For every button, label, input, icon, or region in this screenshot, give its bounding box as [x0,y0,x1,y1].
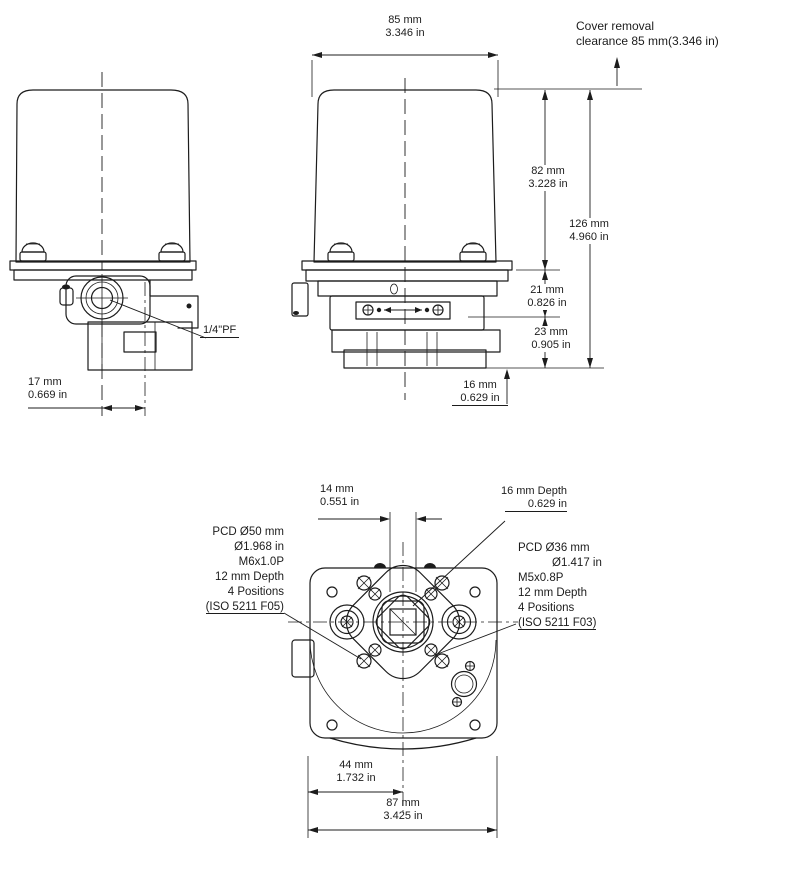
f05-bolt-holes [356,575,450,669]
flange-screw [459,242,487,262]
corner-hole [469,719,481,731]
right-lug [149,279,199,329]
left-protrusion [291,282,309,317]
leader-line-port [109,299,207,339]
flange-screw [327,242,355,262]
f03-bolt-holes [368,587,438,657]
bottom-lug [123,331,157,353]
flange-screw [158,242,186,262]
mid-body [329,295,485,331]
nameplate [355,301,451,320]
corner-hole [326,586,338,598]
base-upper [331,329,501,353]
corner-hole [469,586,481,598]
phillips-screw [432,304,444,316]
pcd36-spec-note: PCD Ø36 mm Ø1.417 in M5x0.8P 12 mm Depth… [518,542,602,630]
port-boss [65,275,151,325]
cover-outline [15,89,191,263]
depth-16mm-note: 16 mm Depth 0.629 in [500,485,567,512]
cover-outline [313,89,497,263]
leader-line-f03 [434,623,517,656]
upper-body [317,280,498,297]
leader-line-depth [412,520,506,607]
flange-lower [305,269,509,282]
side-view [291,52,642,404]
pcd50-spec-note: PCD Ø50 mm Ø1.968 in M6x1.0P 12 mm Depth… [205,526,284,614]
front-view [9,72,207,416]
port-label: 1/4"PF [200,324,240,338]
corner-hole [326,719,338,731]
body-outline [309,567,498,739]
leader-line-f05 [283,612,362,660]
cam-adjuster [450,660,478,708]
flange-lower [13,269,193,281]
housing-arc [309,639,497,734]
star-socket [375,594,431,650]
flange-screw [19,242,47,262]
bottom-view [283,512,518,838]
left-tab [291,639,315,678]
base-lower [343,349,487,369]
phillips-screw [362,304,374,316]
small-hole [390,283,398,295]
lower-body [87,321,193,371]
